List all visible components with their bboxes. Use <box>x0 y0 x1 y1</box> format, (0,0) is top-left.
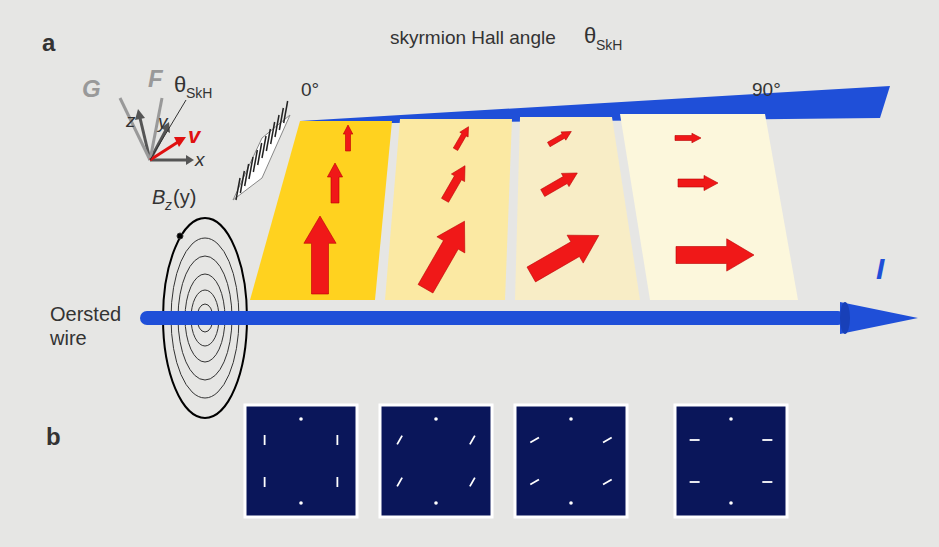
angle-value: 0° <box>301 80 319 101</box>
angle-subscript: SkH <box>186 86 212 101</box>
skyrmion-dot <box>569 501 573 505</box>
grating-line <box>279 108 283 130</box>
velocity-arrow <box>453 127 468 151</box>
panel-letter: a <box>42 30 55 56</box>
skyrmion-trace <box>530 480 539 485</box>
title-text: skyrmion Hall angle <box>390 28 556 49</box>
skyrmion-trace <box>690 481 700 483</box>
axis-label: z <box>126 111 136 132</box>
wire-label: Oersted wire <box>50 302 130 350</box>
grating-line <box>258 143 262 165</box>
skyrmion-trace <box>603 480 612 485</box>
vector-label: F <box>148 66 163 92</box>
simulation-frames <box>245 405 787 517</box>
grating-line <box>236 178 240 200</box>
skyrmion-dot <box>434 417 438 421</box>
field-subscript: z <box>165 198 172 213</box>
skyrmion-trace <box>264 435 266 445</box>
skyrmion-trace <box>397 478 402 487</box>
field-label: B <box>152 186 165 208</box>
velocity-arrow <box>675 133 701 143</box>
simulation-frame <box>675 405 787 517</box>
angle-symbol: θ <box>174 73 186 97</box>
skyrmion-trace <box>690 439 700 441</box>
skyrmion-dot <box>729 501 733 505</box>
velocity-arrow <box>304 216 336 294</box>
grating-line <box>284 101 288 123</box>
axis-label: y <box>158 112 168 133</box>
angle-symbol: θ <box>584 24 596 48</box>
axes <box>120 98 194 165</box>
grating-line <box>271 122 275 144</box>
velocity-arrow <box>676 239 754 271</box>
skyrmion-trace <box>603 438 612 443</box>
velocity-arrow <box>418 221 465 293</box>
grating-line <box>266 129 270 151</box>
skyrmion-dot <box>434 501 438 505</box>
grating-line <box>245 164 249 186</box>
axis-label: x <box>195 150 205 171</box>
skyrmion-dot <box>299 501 303 505</box>
vector-label: v <box>188 124 200 148</box>
velocity-arrow <box>527 235 599 282</box>
skyrmion-trace <box>762 481 772 483</box>
velocity-arrow <box>678 175 718 190</box>
grating-line <box>262 136 266 158</box>
velocity-arrow <box>442 166 466 203</box>
track-panel <box>385 119 512 300</box>
skyrmion-trace <box>470 478 475 487</box>
oersted-wire <box>140 302 918 334</box>
grating <box>233 101 290 200</box>
skyrmion-dot <box>569 417 573 421</box>
velocity-arrow <box>548 132 572 147</box>
vector-label: G <box>82 76 101 102</box>
angle-subscript: SkH <box>596 38 622 53</box>
grating-line <box>249 157 253 179</box>
skyrmion-trace <box>530 438 539 443</box>
skyrmion-trace <box>470 436 475 445</box>
skyrmion-trace <box>336 477 338 487</box>
simulation-frame <box>245 405 357 517</box>
field-label: (y) <box>173 186 196 208</box>
angle-value: 90° <box>752 80 781 101</box>
skyrmion-trace <box>762 439 772 441</box>
track-panel <box>515 117 640 300</box>
velocity-arrow <box>343 125 353 151</box>
current-label: I <box>876 252 884 285</box>
simulation-frame <box>515 405 627 517</box>
velocity-arrow <box>541 173 578 197</box>
skyrmion-trace <box>336 435 338 445</box>
simulation-frame <box>380 405 492 517</box>
velocity-arrow <box>327 163 342 203</box>
skyrmion-dot <box>729 417 733 421</box>
grating-line <box>275 115 279 137</box>
panel-letter: b <box>46 424 61 450</box>
skyrmion-dot <box>299 417 303 421</box>
grating-line <box>253 150 257 172</box>
grating-line <box>240 171 244 193</box>
skyrmion-trace <box>264 477 266 487</box>
track-panel <box>620 114 798 300</box>
skyrmion-trace <box>397 436 402 445</box>
velocity-arrows <box>304 125 754 294</box>
